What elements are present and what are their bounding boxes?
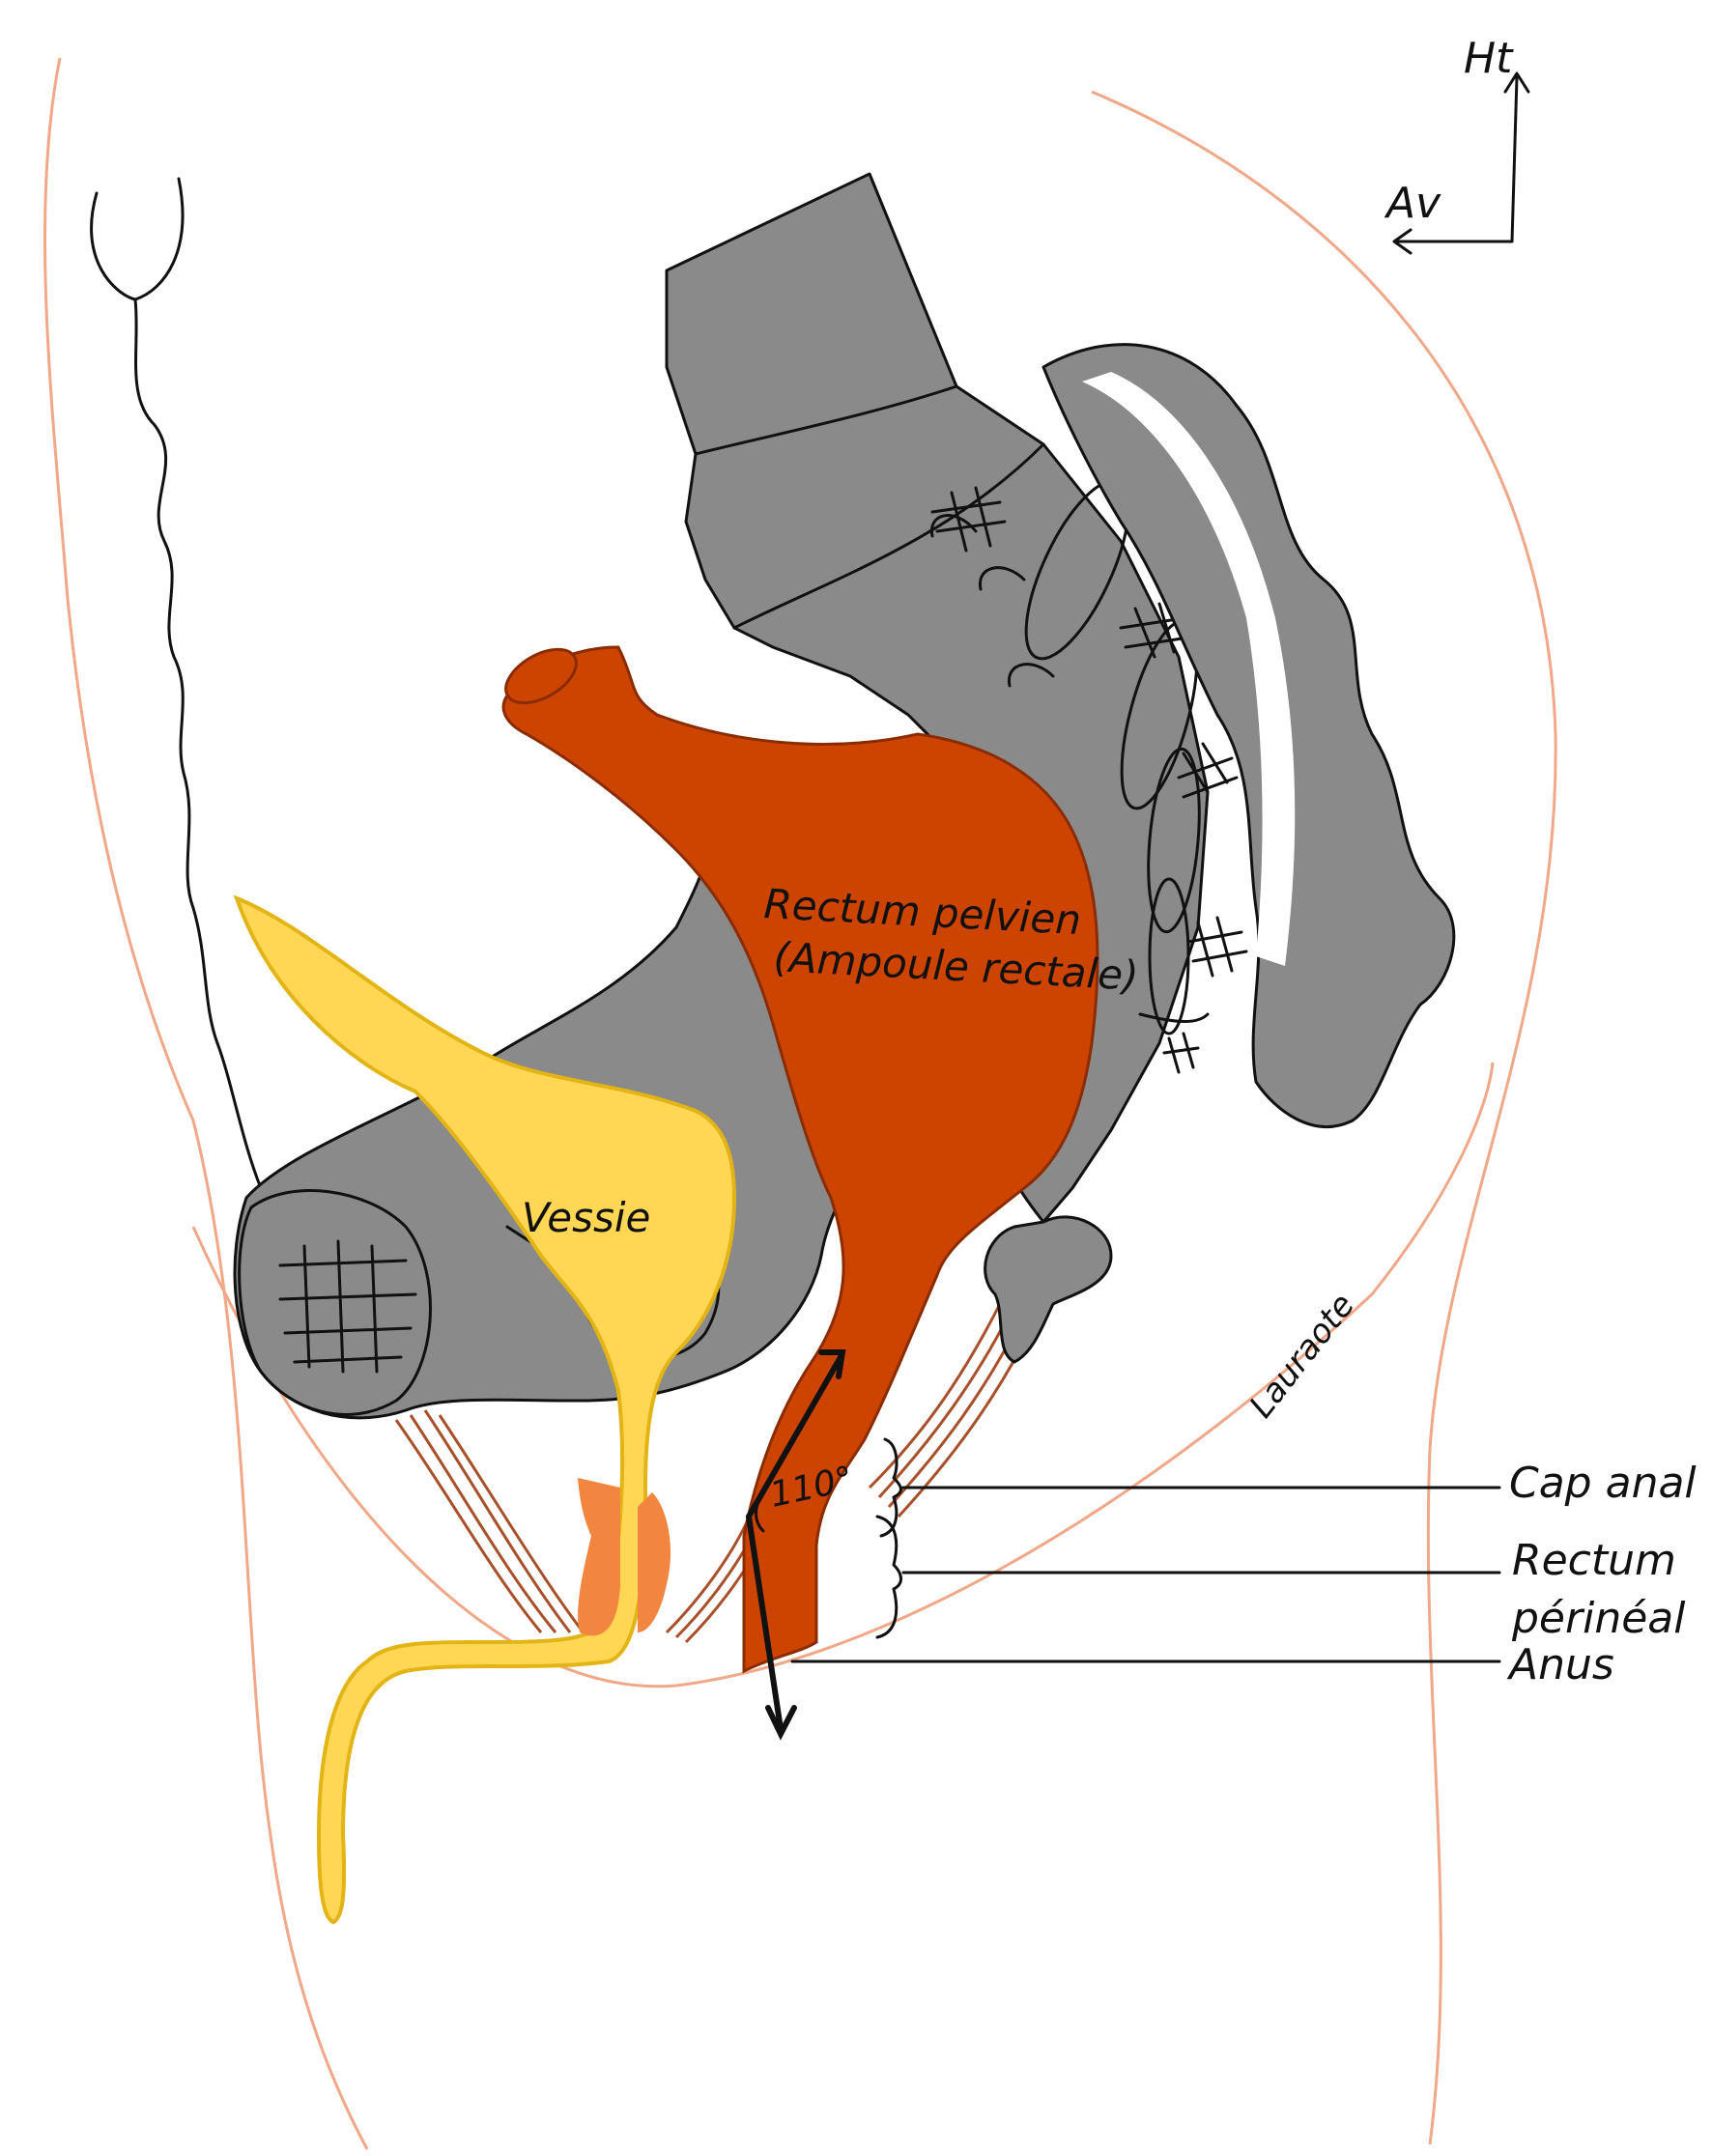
coccyx <box>985 1217 1111 1362</box>
rectum-perineal-label-line1: Rectum <box>1512 1536 1676 1585</box>
bladder-label: Vessie <box>522 1194 650 1241</box>
axis-up-label: Ht <box>1464 34 1514 83</box>
abdominal-wall-line <box>92 179 261 1188</box>
label-brackets <box>792 1439 1499 1661</box>
axis-front-label: Av <box>1384 179 1441 228</box>
cap-anal-label: Cap anal <box>1509 1459 1697 1508</box>
anus-label: Anus <box>1506 1640 1614 1689</box>
rectum-perineal-label-line2: périnéal <box>1511 1594 1686 1643</box>
artist-signature: Lauraote <box>1242 1287 1363 1426</box>
